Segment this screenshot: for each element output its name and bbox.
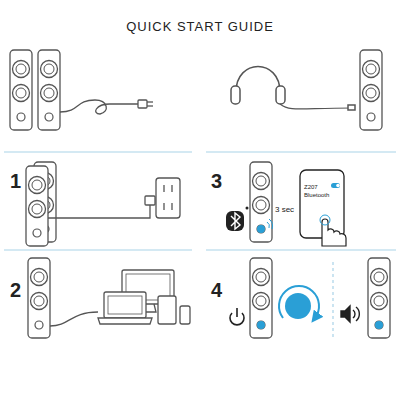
volume-icon [341, 306, 359, 322]
pressing-hand [320, 215, 346, 246]
speaker [250, 258, 272, 338]
bluetooth-icon [226, 207, 249, 232]
headphones [231, 67, 355, 111]
device-name: Bluetooth [304, 192, 329, 198]
speaker [368, 258, 390, 338]
guide-title: QUICK START GUIDE [0, 20, 400, 33]
hold-time: 3 sec [275, 206, 294, 214]
speaker-pair [26, 162, 56, 246]
volume-knob [279, 286, 319, 319]
step-number: 1 [10, 171, 21, 191]
devices [50, 270, 190, 326]
power-cable [60, 100, 153, 114]
step-number: 3 [211, 171, 222, 191]
device-name: Z207 [304, 184, 318, 190]
step-number: 4 [211, 280, 222, 300]
speaker [250, 162, 272, 242]
divider-lines [4, 152, 396, 338]
power-icon [230, 308, 244, 325]
speaker [360, 50, 382, 130]
step-number: 2 [10, 280, 21, 300]
wall-outlet [48, 178, 180, 218]
speaker [28, 258, 50, 338]
speaker-pair [10, 50, 60, 130]
